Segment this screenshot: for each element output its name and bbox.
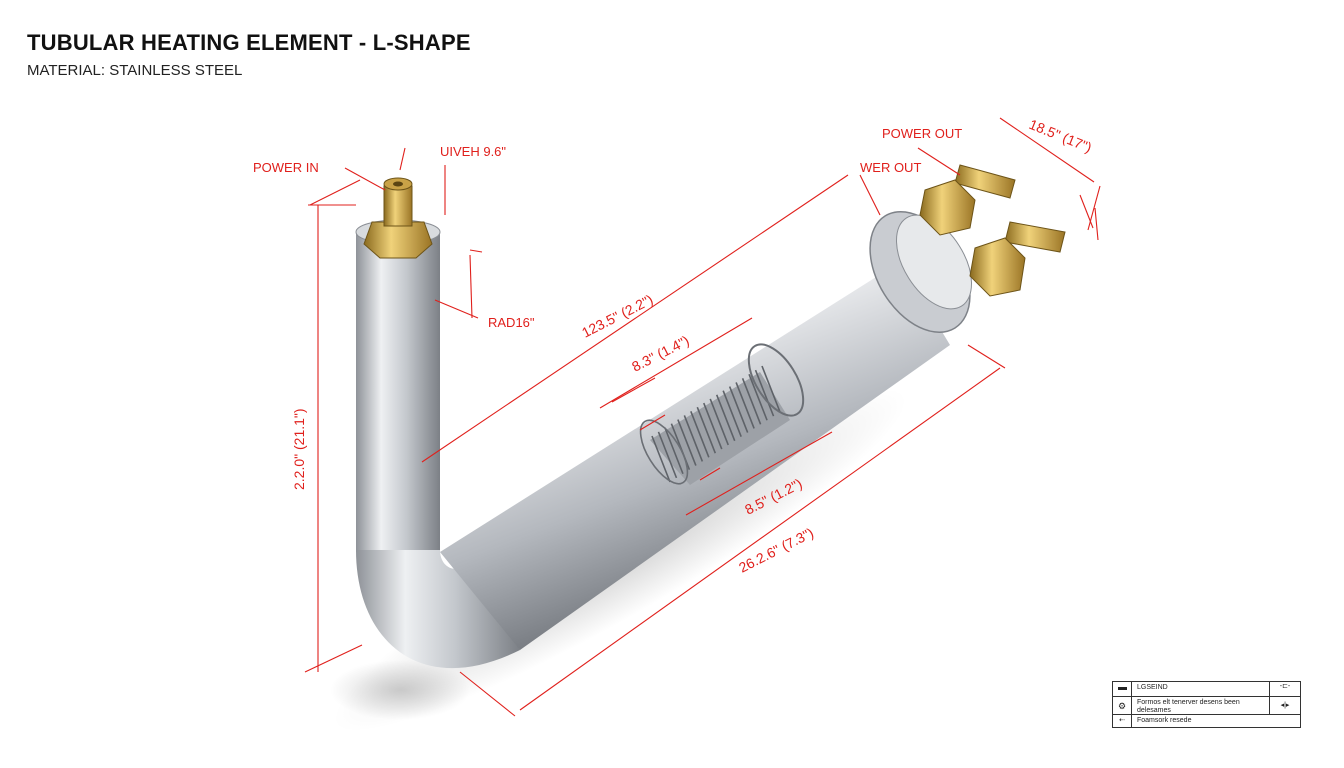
dimension-line-11 [685, 431, 833, 516]
dimension-line-17 [469, 254, 473, 319]
power-in-label: POWER IN [253, 160, 319, 175]
terminal-flange [869, 211, 973, 333]
dimension-line-13 [519, 367, 1001, 711]
dimension-line-22 [1079, 194, 1094, 229]
dimension-line-1 [344, 167, 386, 191]
dimension-line-14 [459, 671, 516, 717]
dimension-line-15 [967, 344, 1006, 369]
coil-winding-17 [761, 365, 781, 413]
tube-bend [356, 550, 520, 669]
dimension-line-2 [399, 147, 406, 171]
legend-row-3: ⇠ Foamsork resede [1113, 714, 1300, 727]
coil-winding-7 [696, 406, 717, 454]
top-right-dimension: 18.5" (17") [1027, 116, 1094, 156]
coil-winding-0 [651, 435, 671, 483]
dimension-line-10 [639, 414, 666, 431]
coil-winding-10 [715, 394, 736, 442]
long-upper-dimension: 123.5" (2.2") [579, 291, 655, 341]
dimension-line-16 [469, 249, 483, 253]
radius-label: RAD16" [488, 315, 535, 330]
coil-winding-13 [735, 382, 755, 429]
dimension-line-23 [1087, 185, 1101, 231]
legend-row-2: ⚙ Formos elt tenerver desens been delesa… [1113, 696, 1300, 715]
coil-winding-2 [664, 427, 684, 475]
dimension-line-21 [999, 117, 1095, 183]
dimension-line-9 [611, 377, 656, 403]
dimension-lines [304, 117, 1101, 717]
legend-row-2-text: Formos elt tenerver desens been delesame… [1137, 699, 1240, 714]
coil-winding-12 [728, 386, 749, 433]
coil-section [639, 343, 805, 485]
legend-arrow-icon: ⇠ [1113, 715, 1132, 727]
page-title: TUBULAR HEATING ELEMENT - L-SHAPE [27, 30, 471, 55]
legend-dash-icon [1113, 682, 1132, 696]
material-subtitle: MATERIAL: STAINLESS STEEL [27, 62, 243, 79]
dimension-line-18 [434, 299, 479, 319]
coil-winding-11 [722, 390, 742, 437]
dimension-line-24 [1094, 207, 1099, 241]
vertical-dimension: 2.2.0" (21.1") [291, 408, 307, 490]
coil-winding-1 [657, 431, 678, 479]
coil-winding-9 [709, 398, 729, 446]
power-out-terminal-lower [969, 221, 1066, 297]
coil-winding-16 [754, 369, 775, 417]
coil-upper-dimension: 8.3" (1.4") [629, 332, 692, 374]
legend-connector-icon: -⊏- [1269, 682, 1300, 696]
power-in-terminal [363, 177, 433, 259]
coil-winding-15 [748, 373, 768, 421]
legend-title: LGSEIND [1137, 684, 1168, 691]
power-out-label: POWER OUT [882, 126, 962, 141]
coil-winding-4 [677, 419, 697, 466]
power-out-terminal-upper [919, 164, 1016, 236]
legend-row-title: LGSEIND -⊏- [1113, 682, 1300, 696]
legend-gear-icon: ⚙ [1113, 697, 1132, 715]
vertical-tube [356, 232, 440, 552]
legend-terminal-icon: ◂|▸ [1269, 697, 1300, 715]
dimension-line-19 [859, 174, 881, 216]
legend-row-3-text: Foamsork resede [1137, 717, 1192, 724]
coil-winding-14 [741, 378, 762, 425]
coil-winding-8 [703, 402, 723, 450]
dimension-line-20 [917, 147, 961, 176]
width-dimension-label: UIVEH 9.6" [440, 144, 506, 159]
power-out-label-secondary: WER OUT [860, 160, 921, 175]
dimension-line-7 [421, 174, 849, 463]
coil-winding-6 [690, 411, 710, 458]
coil-winding-5 [683, 415, 704, 462]
legend-box: LGSEIND -⊏- ⚙ Formos elt tenerver desens… [1112, 681, 1301, 728]
dimension-line-0 [309, 179, 361, 206]
dimension-line-12 [699, 467, 721, 481]
dimension-line-8 [599, 317, 753, 409]
dimension-line-6 [304, 644, 363, 673]
